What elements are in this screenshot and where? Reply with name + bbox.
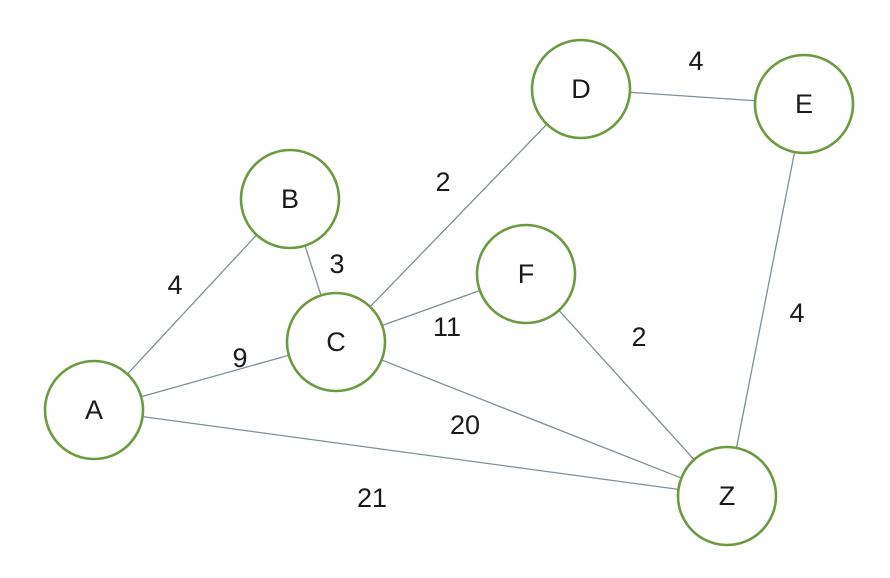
edge-c-f — [381, 289, 481, 327]
edge-f-z — [558, 309, 695, 461]
node-label-z: Z — [719, 481, 736, 511]
node-d: D — [530, 38, 632, 140]
node-circle-e — [753, 53, 855, 155]
node-circle-z — [676, 445, 778, 547]
edge-weight-e-z: 4 — [789, 298, 804, 328]
node-circle-c — [285, 291, 387, 393]
edge-a-c — [140, 354, 290, 398]
node-label-a: A — [85, 395, 103, 425]
edge-weight-c-z: 20 — [450, 410, 480, 440]
node-z: Z — [676, 445, 778, 547]
edge-weight-a-z: 21 — [357, 483, 387, 513]
node-f: F — [475, 223, 577, 325]
edge-weight-f-z: 2 — [631, 322, 646, 352]
node-label-f: F — [518, 259, 535, 289]
node-c: C — [285, 291, 387, 393]
edge-b-c — [304, 245, 322, 296]
edge-weight-b-c: 3 — [329, 249, 344, 279]
edges-layer — [126, 91, 796, 491]
edge-labels-layer: 4 9 21 3 2 11 20 4 2 4 — [167, 46, 804, 513]
node-circle-b — [239, 148, 341, 250]
node-circle-f — [475, 223, 577, 325]
nodes-layer: A B C D E F Z — [43, 38, 855, 547]
node-label-b: B — [281, 184, 299, 214]
node-label-d: D — [571, 74, 591, 104]
node-label-c: C — [326, 327, 346, 357]
edge-weight-d-e: 4 — [688, 46, 703, 76]
node-circle-a — [43, 359, 145, 461]
edge-e-z — [735, 151, 796, 449]
node-label-e: E — [795, 89, 813, 119]
edge-weight-a-c: 9 — [232, 343, 247, 373]
node-circle-d — [530, 38, 632, 140]
edge-c-z — [381, 359, 682, 479]
node-b: B — [239, 148, 341, 250]
edge-weight-c-f: 11 — [433, 312, 461, 342]
edge-weight-c-d: 2 — [435, 167, 450, 197]
edge-c-d — [369, 123, 548, 308]
node-a: A — [43, 359, 145, 461]
edge-d-e — [629, 91, 756, 102]
edge-weight-a-b: 4 — [167, 270, 182, 300]
edge-a-z — [142, 415, 679, 491]
node-e: E — [753, 53, 855, 155]
edge-a-b — [126, 234, 258, 375]
